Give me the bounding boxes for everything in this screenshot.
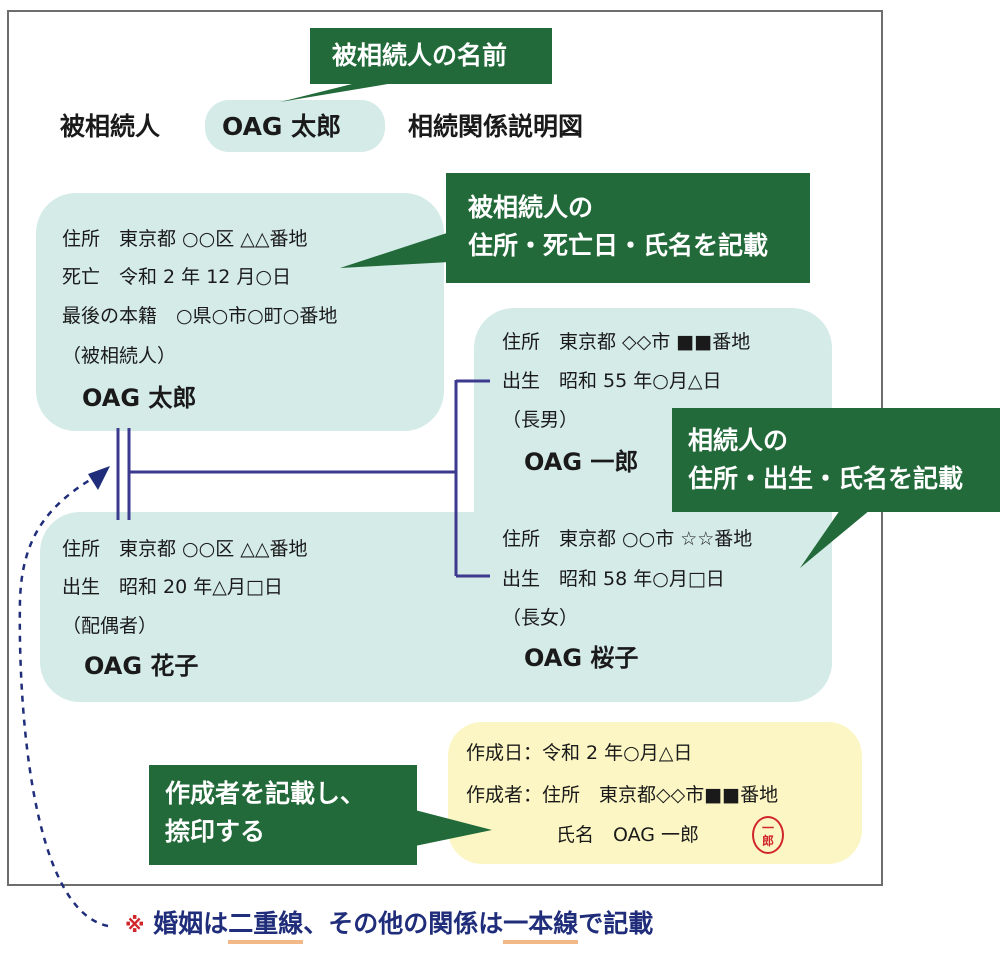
creator-box: [448, 722, 862, 864]
footnote-single-line: 一本線: [503, 909, 579, 944]
spouse-address: 住所 東京都 ○○区 △△番地: [62, 538, 308, 560]
title-suffix: 相続関係説明図: [408, 112, 584, 141]
annotation-dotted-arrow: [18, 472, 109, 928]
deceased-box: [36, 193, 444, 431]
callout-pointer-name: [280, 82, 400, 102]
deceased-role: （被相続人）: [62, 345, 177, 367]
daughter-name: OAG 桜子: [524, 644, 639, 672]
callout-heirs-info-line1: 相続人の: [688, 426, 789, 455]
son-birth-date: 出生 昭和 55 年○月△日: [502, 370, 722, 392]
callout-deceased-info-line2: 住所・死亡日・氏名を記載: [468, 231, 769, 260]
spouse-birth-date: 出生 昭和 20 年△月□日: [62, 576, 283, 598]
callout-heirs-info-line2: 住所・出生・氏名を記載: [688, 464, 964, 493]
son-name: OAG 一郎: [524, 448, 639, 476]
deceased-name: OAG 太郎: [82, 384, 197, 412]
callout-heirs-info: 相続人の 住所・出生・氏名を記載: [672, 408, 1000, 512]
callout-deceased-info: 被相続人の 住所・死亡日・氏名を記載: [446, 173, 810, 283]
daughter-birth-date: 出生 昭和 58 年○月□日: [502, 568, 725, 590]
footnote-part1: 婚姻は: [153, 909, 229, 938]
callout-creator-line2: 捺印する: [165, 817, 266, 846]
footnote-double-line: 二重線: [228, 909, 304, 944]
callout-pointer-creator: [415, 810, 492, 846]
arrow-head-icon: [88, 466, 110, 490]
callout-deceased-info-line1: 被相続人の: [468, 193, 594, 222]
seal-stamp: 一郎: [752, 816, 784, 854]
son-address: 住所 東京都 ◇◇市 ■■番地: [502, 331, 751, 353]
spouse-name: OAG 花子: [84, 652, 199, 680]
callout-creator-line1: 作成者を記載し、: [165, 779, 366, 808]
creator-address: 作成者：住所 東京都◇◇市■■番地: [466, 784, 779, 806]
title-name: OAG 太郎: [222, 112, 342, 141]
footnote-part2: 、その他の関係は: [303, 909, 504, 938]
callout-pointer-heirs: [800, 510, 870, 568]
deceased-address: 住所 東京都 ○○区 △△番地: [62, 228, 308, 250]
deceased-death-date: 死亡 令和 2 年 12 月○日: [62, 266, 292, 288]
footnote-part3: で記載: [578, 909, 654, 938]
seal-text: 一郎: [761, 821, 774, 848]
daughter-address: 住所 東京都 ○○市 ☆☆番地: [502, 528, 753, 550]
title-name-pill: [205, 100, 385, 152]
creator-date: 作成日：令和 2 年○月△日: [466, 742, 693, 764]
callout-pointer-deceased: [340, 232, 450, 268]
daughter-role: （長女）: [502, 607, 579, 629]
spouse-role: （配偶者）: [62, 615, 158, 637]
son-role: （長男）: [502, 409, 579, 431]
creator-name: 氏名 OAG 一郎: [556, 824, 700, 846]
callout-creator: 作成者を記載し、 捺印する: [149, 765, 417, 865]
deceased-domicile: 最後の本籍 ○県○市○町○番地: [62, 305, 338, 327]
callout-deceased-name: 被相続人の名前: [310, 28, 552, 84]
title-prefix: 被相続人: [60, 112, 161, 141]
footnote: ※ 婚姻は二重線、その他の関係は一本線で記載: [125, 909, 654, 944]
footnote-mark: ※: [125, 913, 145, 937]
